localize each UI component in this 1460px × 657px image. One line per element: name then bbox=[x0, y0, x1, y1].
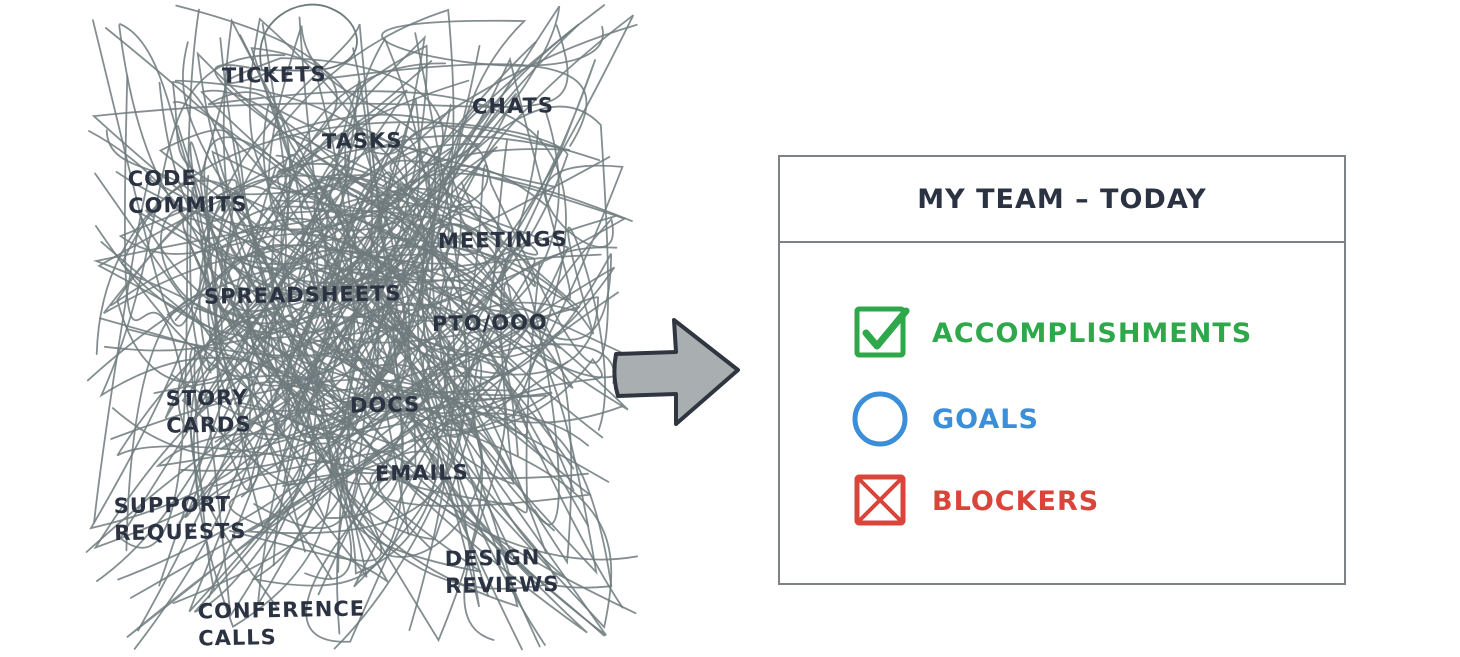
legend-accomplishments: ACCOMPLISHMENTS bbox=[852, 303, 1252, 363]
scribble-loop bbox=[259, 3, 358, 72]
scribble-line bbox=[305, 193, 537, 485]
scribble-line bbox=[189, 104, 555, 532]
scribble-line bbox=[102, 175, 290, 632]
scribble-line bbox=[164, 23, 638, 609]
legend-goals: GOALS bbox=[852, 389, 1039, 449]
label-meetings: MEETINGS bbox=[437, 226, 568, 254]
label-tickets: TICKETS bbox=[221, 62, 327, 88]
label-spreadsheets: SPREADSHEETS bbox=[203, 281, 402, 309]
crossed-box-icon bbox=[854, 474, 906, 526]
label-docs: DOCS bbox=[349, 392, 421, 418]
scribble-line bbox=[214, 64, 616, 436]
label-tasks: TASKS bbox=[321, 128, 403, 154]
scribble-line bbox=[186, 134, 570, 518]
scribble-line bbox=[91, 24, 575, 492]
scribble-line bbox=[250, 185, 546, 460]
scribble-line bbox=[96, 90, 567, 582]
scribble-line bbox=[111, 62, 483, 541]
label-chats: CHATS bbox=[471, 93, 555, 119]
scribble-line bbox=[153, 45, 481, 530]
scribble-line bbox=[180, 59, 597, 583]
scribble-line bbox=[135, 19, 604, 330]
scribble-line bbox=[126, 330, 603, 639]
scribble-line bbox=[93, 194, 618, 550]
scribble-line bbox=[97, 145, 541, 527]
label-support-requests: SUPPORT REQUESTS bbox=[113, 492, 247, 546]
scribble-line bbox=[93, 176, 507, 641]
scribble-line bbox=[95, 81, 561, 378]
label-code-commits: CODE COMMITS bbox=[127, 165, 248, 219]
legend-accomplishments-label: ACCOMPLISHMENTS bbox=[932, 317, 1253, 349]
label-emails: EMAILS bbox=[374, 460, 470, 486]
checked-box-icon bbox=[854, 306, 910, 358]
team-today-panel: MY TEAM – TODAY ACCOMPLISHMENTS GOALS BL… bbox=[778, 155, 1346, 585]
label-pto-ooo: PTO/OOO bbox=[431, 309, 548, 337]
panel-header: MY TEAM – TODAY bbox=[780, 157, 1344, 243]
circle-icon bbox=[852, 391, 908, 447]
scribble-line bbox=[229, 127, 581, 562]
label-conference-calls: CONFERENCE CALLS bbox=[197, 596, 366, 651]
scribble-line bbox=[394, 269, 624, 608]
scribble-line bbox=[181, 16, 553, 486]
legend-goals-label: GOALS bbox=[932, 403, 1039, 435]
label-design-reviews: DESIGN REVIEWS bbox=[444, 545, 560, 598]
scribble-line bbox=[110, 343, 615, 558]
label-story-cards: STORY CARDS bbox=[165, 385, 252, 438]
scribble-line bbox=[118, 8, 589, 549]
scribble-line bbox=[199, 4, 606, 491]
right-arrow-icon bbox=[612, 318, 740, 426]
panel-title: MY TEAM – TODAY bbox=[917, 183, 1207, 215]
scribble-line bbox=[89, 129, 482, 530]
scribble-line bbox=[422, 223, 572, 581]
scribble-line bbox=[193, 278, 613, 589]
legend-blockers: BLOCKERS bbox=[852, 471, 1099, 531]
legend-blockers-label: BLOCKERS bbox=[932, 485, 1100, 517]
scribble-line bbox=[86, 14, 635, 590]
scribble-line bbox=[188, 199, 424, 613]
scribble-line bbox=[347, 134, 624, 432]
